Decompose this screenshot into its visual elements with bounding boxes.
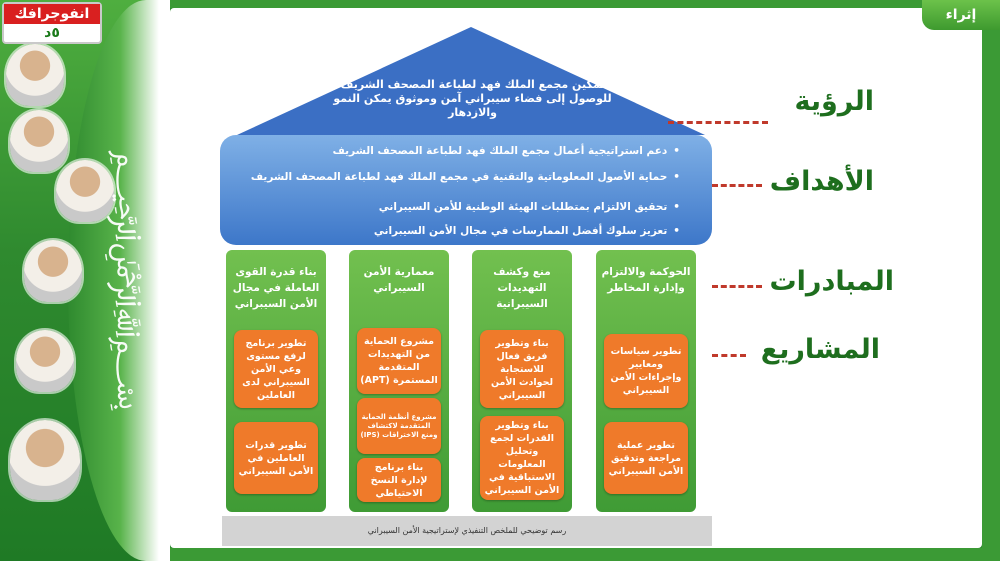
pillar-workforce: بناء قدرة القوى العاملة في مجال الأمن ال…: [226, 250, 326, 512]
label-projects: المشاريع: [760, 334, 880, 365]
pillar-title: الحوكمة والالتزام وإدارة المخاطر: [601, 266, 691, 294]
vision-connector: [668, 121, 768, 124]
top-border: [0, 0, 1000, 8]
goal-text: تعزيز سلوك أفضل الممارسات في مجال الأمن …: [373, 225, 668, 237]
project-card: تطوير سياسات ومعايير وإجراءات الأمن السي…: [604, 334, 688, 408]
goal-item: • دعم استراتيجية أعمال مجمع الملك فهد لطب…: [220, 145, 680, 157]
bullet-icon: •: [673, 145, 680, 157]
goal-text: تحقيق الالتزام بمتطلبات الهيئة الوطنية ل…: [378, 201, 668, 213]
vision-text: تمكين مجمع الملك فهد لطباعة المصحف الشري…: [333, 78, 612, 119]
portrait-image: [56, 160, 114, 222]
portrait-image: [16, 330, 74, 392]
bullet-icon: •: [673, 201, 680, 213]
vision-roof: [237, 27, 705, 135]
calligraphy-emblem: ﷽: [109, 150, 149, 411]
bottom-border: [0, 548, 1000, 561]
pillar-title: بناء قدرة القوى العاملة في مجال الأمن ال…: [232, 266, 320, 310]
left-decorative-strip: ﷽: [0, 0, 170, 561]
pillar-threat-detection: منع وكشف التهديدات السيبرانية بناء وتطوي…: [472, 250, 572, 512]
goal-text: دعم استراتيجية أعمال مجمع الملك فهد لطبا…: [332, 145, 668, 157]
initiatives-connector: [712, 285, 762, 288]
portrait-image: [6, 44, 64, 106]
project-card: بناء برنامج لإدارة النسخ الاحتياطي: [357, 458, 441, 502]
project-card: مشروع الحماية من التهديدات المتقدمة المس…: [357, 328, 441, 394]
goal-item: • تحقيق الالتزام بمتطلبات الهيئة الوطنية …: [220, 201, 680, 213]
goals-box: • دعم استراتيجية أعمال مجمع الملك فهد لطب…: [220, 135, 712, 245]
portrait-image: [10, 110, 68, 172]
pillar-title: منع وكشف التهديدات السيبرانية: [493, 266, 551, 310]
project-card: تطوير قدرات العاملين في الأمن السيبراني: [234, 422, 318, 494]
label-vision: الرؤية: [794, 86, 874, 117]
label-initiatives: المبادرات: [769, 266, 894, 297]
bullet-icon: •: [673, 171, 680, 183]
infographic-badge: انفوجرافك ٥د: [2, 2, 102, 44]
roof-shape: [237, 27, 705, 135]
figure-caption: رسم توضيحي للملخص التنفيذي لإستراتيجية ا…: [222, 516, 712, 546]
goals-connector: [712, 184, 762, 187]
project-card: تطوير عملية مراجعة وتدقيق الأمن السيبران…: [604, 422, 688, 494]
pillar-title: معمارية الأمن السيبراني: [363, 266, 435, 294]
goal-text: حماية الأصول المعلوماتية والتقنية في مجم…: [250, 171, 668, 183]
pillar-governance: الحوكمة والالتزام وإدارة المخاطر تطوير س…: [596, 250, 696, 512]
pillar-architecture: معمارية الأمن السيبراني مشروع الحماية من…: [349, 250, 449, 512]
portrait-image: [24, 240, 82, 302]
portrait-image: [10, 420, 80, 500]
project-card: مشروع أنظمة الحماية المتقدمة لاكتشاف ومن…: [357, 398, 441, 454]
badge-title: انفوجرافك: [4, 4, 100, 24]
project-card: تطوير برنامج لرفع مستوى وعي الأمن السيبر…: [234, 330, 318, 408]
enrichment-tab[interactable]: إثراء: [922, 0, 1000, 30]
right-border: [982, 30, 1000, 550]
bullet-icon: •: [673, 225, 680, 237]
project-card: بناء وتطوير فريق فعال للاستجابة لحوادث ا…: [480, 330, 564, 408]
badge-code: ٥د: [44, 25, 60, 41]
goal-item: • تعزيز سلوك أفضل الممارسات في مجال الأمن…: [220, 225, 680, 237]
label-goals: الأهداف: [769, 166, 874, 197]
projects-connector: [712, 354, 746, 357]
project-card: بناء وتطوير القدرات لجمع وتحليل المعلوما…: [480, 416, 564, 500]
goal-item: • حماية الأصول المعلوماتية والتقنية في مج…: [220, 171, 680, 183]
